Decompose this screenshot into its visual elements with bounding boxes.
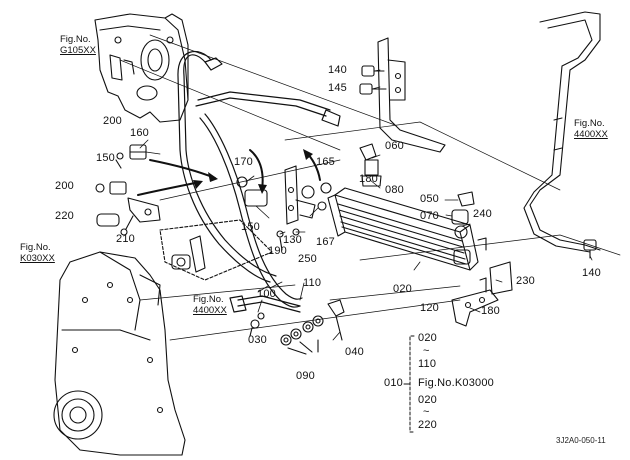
part-label-090[interactable]: 090 (296, 370, 315, 382)
part-label-167[interactable]: 167 (316, 236, 335, 248)
range-tilde-a: ~ (423, 345, 430, 357)
hydraulic-hoses (177, 51, 341, 313)
range-end-b[interactable]: 220 (418, 419, 437, 431)
part-label-040[interactable]: 040 (345, 346, 364, 358)
figure-ref-k030-no: Fig.No. (20, 242, 51, 253)
part-label-180-top[interactable]: 180 (359, 173, 378, 185)
part-label-120[interactable]: 120 (420, 302, 439, 314)
figure-ref-4400-right[interactable]: Fig.No. 4400XX (574, 118, 608, 140)
part-label-165[interactable]: 165 (316, 156, 335, 168)
part-label-180-bottom[interactable]: 180 (481, 305, 500, 317)
oil-cooler-drawing (320, 143, 487, 271)
figure-ref-g105-id: G105XX (60, 45, 96, 56)
upper-bracket (359, 37, 446, 153)
side-frame-drawing (523, 11, 601, 259)
part-label-145[interactable]: 145 (328, 82, 347, 94)
part-label-060[interactable]: 060 (385, 140, 404, 152)
part-label-150-mid[interactable]: 150 (241, 221, 260, 233)
part-label-200-top[interactable]: 200 (103, 115, 122, 127)
figure-ref-4400-center-no: Fig.No. (193, 294, 224, 305)
part-label-150-left[interactable]: 150 (96, 152, 115, 164)
figure-ref-k030-id: K030XX (20, 253, 55, 264)
range-tilde-b: ~ (423, 406, 430, 418)
part-label-170[interactable]: 170 (234, 156, 253, 168)
part-label-110[interactable]: 110 (303, 277, 322, 289)
part-leader-lines (139, 69, 593, 341)
figure-ref-4400-center-id: 4400XX (193, 305, 227, 316)
transmission-drawing (53, 251, 186, 456)
range-end-a[interactable]: 110 (418, 358, 437, 370)
figure-ref-4400-right-id: 4400XX (574, 129, 608, 140)
diagram-code: 3J2A0-050-11 (556, 436, 606, 445)
figure-ref-k030[interactable]: Fig.No. K030XX (20, 242, 55, 264)
part-label-140-top[interactable]: 140 (328, 64, 347, 76)
range-start-a[interactable]: 020 (418, 332, 437, 344)
range-start-b[interactable]: 020 (418, 394, 437, 406)
part-label-230[interactable]: 230 (516, 275, 535, 287)
part-label-050[interactable]: 050 (420, 193, 439, 205)
figure-ref-4400-center[interactable]: Fig.No. 4400XX (193, 294, 227, 316)
part-label-070[interactable]: 070 (420, 210, 439, 222)
range-fig-ref[interactable]: Fig.No.K03000 (418, 377, 494, 389)
part-label-240[interactable]: 240 (473, 208, 492, 220)
part-label-080[interactable]: 080 (385, 184, 404, 196)
part-label-130[interactable]: 130 (283, 234, 302, 246)
front-housing-drawing (94, 13, 189, 123)
mount-bracket (159, 165, 327, 281)
range-group-label[interactable]: 010 (384, 377, 403, 389)
part-label-210[interactable]: 210 (116, 233, 135, 245)
part-label-160[interactable]: 160 (130, 127, 149, 139)
figure-ref-4400-right-no: Fig.No. (574, 118, 605, 129)
range-bracket (403, 335, 415, 433)
figure-ref-g105-no: Fig.No. (60, 34, 91, 45)
part-label-250[interactable]: 250 (298, 253, 317, 265)
part-label-030[interactable]: 030 (248, 334, 267, 346)
part-label-140-right[interactable]: 140 (582, 267, 601, 279)
part-label-220[interactable]: 220 (55, 210, 74, 222)
part-label-190[interactable]: 190 (268, 245, 287, 257)
lower-bracket (451, 261, 513, 327)
part-label-200-left[interactable]: 200 (55, 180, 74, 192)
part-label-020[interactable]: 020 (393, 283, 412, 295)
fitting-parts (249, 299, 345, 355)
figure-ref-g105[interactable]: Fig.No. G105XX (60, 34, 96, 56)
part-label-100[interactable]: 100 (257, 288, 276, 300)
construction-lines (119, 34, 621, 341)
